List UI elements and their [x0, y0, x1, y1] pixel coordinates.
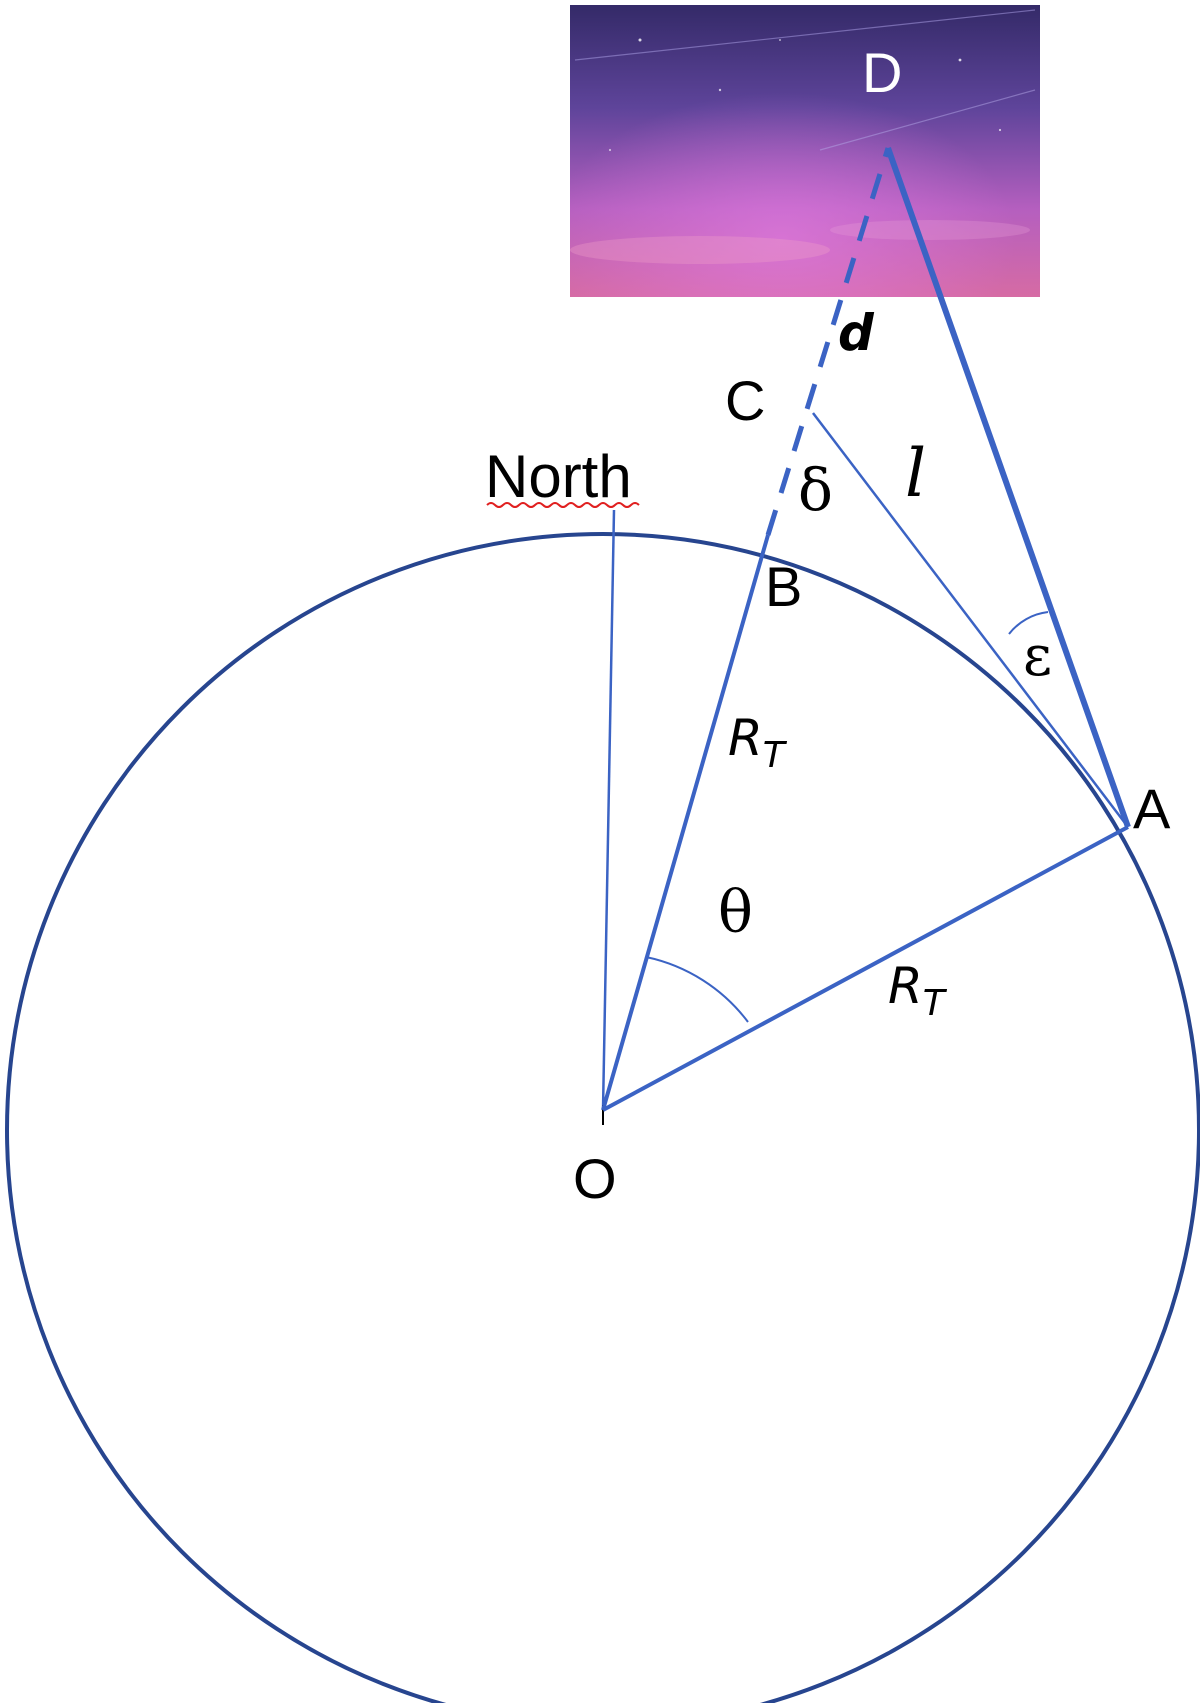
label-epsilon: ε: [1023, 624, 1052, 689]
label-theta: θ: [718, 878, 753, 946]
label-rt-right-sub: T: [923, 983, 948, 1024]
north-radius-line: [601, 509, 616, 1111]
label-o: O: [573, 1147, 617, 1210]
dashed-line-bd: [765, 147, 891, 536]
label-rt-right-main: R: [888, 957, 923, 1015]
label-a: A: [1133, 777, 1171, 840]
label-north: North: [485, 443, 632, 510]
label-rt-left: RT: [728, 709, 788, 776]
label-c: C: [725, 369, 765, 432]
epsilon-arc: [1008, 611, 1049, 635]
label-b: B: [765, 555, 802, 618]
label-rt-left-sub: T: [763, 735, 788, 776]
aurora-sky-photo: [570, 5, 1040, 297]
radius-oa-line: [602, 825, 1129, 1112]
label-rt-left-main: R: [728, 709, 763, 767]
label-d: D: [862, 41, 902, 104]
label-delta: δ: [798, 456, 833, 524]
label-rt-right: RT: [888, 957, 948, 1024]
label-d-distance: d: [838, 304, 875, 362]
line-ac: [812, 412, 1129, 828]
label-l: l: [905, 435, 926, 512]
radius-ob-line: [601, 534, 770, 1111]
theta-arc: [645, 956, 749, 1023]
line-ad: [885, 147, 1131, 828]
earth-circle: [5, 532, 1200, 1703]
spellcheck-underline: [486, 502, 640, 508]
